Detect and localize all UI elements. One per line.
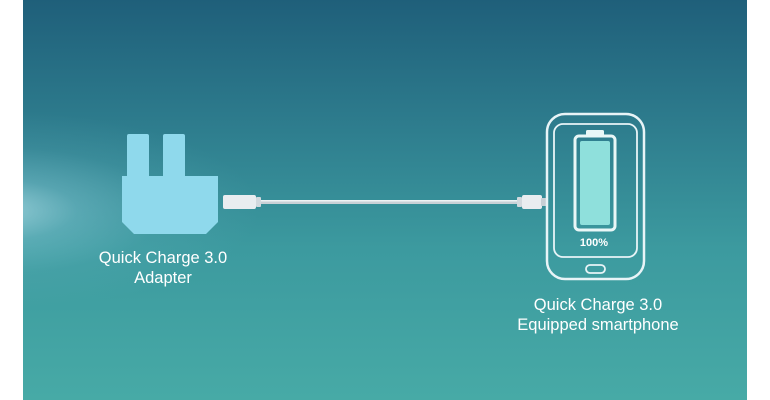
usb-cable-icon [223,195,548,209]
smartphone-icon [545,112,646,281]
battery-frame [573,134,617,232]
adapter-prong-left [127,134,149,178]
charging-diagram-panel: 100% Quick Charge 3.0 Adapter Quick Char… [23,0,747,400]
phone-label-line-2: Equipped smartphone [517,316,679,334]
phone-outline [545,112,646,281]
wall-adapter-icon [122,134,218,234]
adapter-label-line-1: Quick Charge 3.0 [98,249,228,267]
phone-label: Quick Charge 3.0 Equipped smartphone [503,295,693,335]
cable-highlight [252,200,522,202]
battery-icon [573,130,617,232]
phone-home-button [585,264,606,274]
cable-plug-left-neck [256,197,261,207]
cable-plug-right [522,195,542,209]
battery-percent-text: 100% [579,237,609,249]
adapter-prong-right [163,134,185,178]
adapter-label-line-2: Adapter [134,269,192,287]
battery-fill [580,141,610,225]
cable-plug-right-neck [517,197,522,207]
phone-label-line-1: Quick Charge 3.0 [533,296,663,314]
adapter-body [122,176,218,234]
charging-illustration [122,112,646,281]
phone-screen [553,123,638,258]
cable-plug-left [223,195,256,209]
adapter-label: Quick Charge 3.0 Adapter [83,248,243,288]
